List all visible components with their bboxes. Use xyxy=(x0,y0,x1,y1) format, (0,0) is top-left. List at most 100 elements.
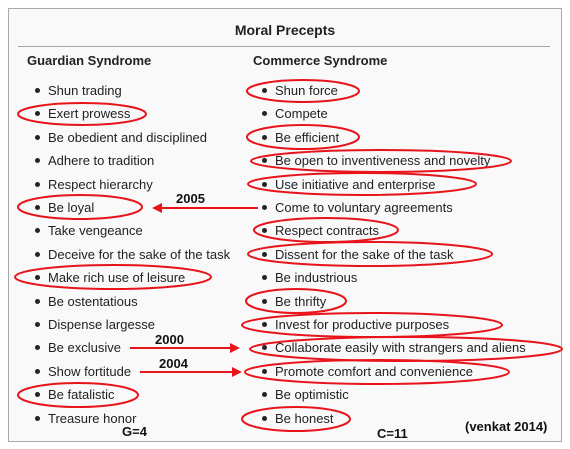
highlight-ellipse xyxy=(247,241,493,267)
list-item-label: Be honest xyxy=(275,410,334,426)
commerce-heading: Commerce Syndrome xyxy=(253,53,388,68)
list-item-label: Dissent for the sake of the task xyxy=(275,246,454,262)
bullet-icon xyxy=(35,158,40,164)
list-item: Respect contracts xyxy=(262,223,379,239)
highlight-ellipse xyxy=(250,149,512,173)
list-item: Invest for productive purposes xyxy=(262,317,449,333)
list-item: Be obedient and disciplined xyxy=(35,130,207,146)
list-item-label: Treasure honor xyxy=(48,410,137,426)
year-label-2005: 2005 xyxy=(176,191,205,206)
list-item: Be fatalistic xyxy=(35,387,114,403)
list-item: Come to voluntary agreements xyxy=(262,200,453,216)
list-item: Treasure honor xyxy=(35,411,136,427)
list-item-label: Be loyal xyxy=(48,200,95,215)
bullet-icon xyxy=(35,181,40,187)
list-item-label: Respect hierarchy xyxy=(48,176,153,192)
list-item-label: Be obedient and disciplined xyxy=(48,129,208,145)
list-item: Be open to inventiveness and novelty xyxy=(262,153,490,169)
list-item: Be ostentatious xyxy=(35,294,138,310)
bullet-icon xyxy=(35,251,40,257)
list-item-label: Dispense largesse xyxy=(48,317,155,332)
bullet-icon xyxy=(262,368,267,374)
highlight-ellipse xyxy=(241,406,351,432)
list-item-label: Invest for productive purposes xyxy=(275,317,450,332)
bullet-icon xyxy=(35,134,40,140)
bullet-icon xyxy=(262,205,267,211)
list-item-label: Shun force xyxy=(275,83,338,98)
list-item: Be honest xyxy=(262,411,334,427)
list-item-label: Be exclusive xyxy=(48,340,121,356)
highlight-ellipse xyxy=(17,102,147,126)
list-item: Shun trading xyxy=(35,83,122,99)
list-item: Dispense largesse xyxy=(35,317,155,333)
list-item-label: Be ostentatious xyxy=(48,293,138,309)
highlight-ellipse xyxy=(17,382,139,408)
list-item-label: Be industrious xyxy=(275,270,358,286)
highlight-ellipse xyxy=(245,288,347,314)
list-item: Shun force xyxy=(262,83,338,99)
list-item: Take vengeance xyxy=(35,223,143,239)
bullet-icon xyxy=(262,415,267,421)
bullet-icon xyxy=(262,228,267,234)
list-item: Be thrifty xyxy=(262,294,326,310)
list-item-label: Adhere to tradition xyxy=(48,153,155,169)
bullet-icon xyxy=(262,298,267,304)
list-item: Make rich use of leisure xyxy=(35,270,185,286)
list-item-label: Be open to inventiveness and novelty xyxy=(275,153,491,169)
guardian-count-label: G=4 xyxy=(122,424,147,439)
bullet-icon xyxy=(35,205,40,211)
highlight-ellipse xyxy=(247,172,477,196)
bullet-icon xyxy=(35,88,40,94)
list-item-label: Compete xyxy=(275,106,328,122)
list-item-label: Promote comfort and convenience xyxy=(275,363,473,379)
list-item-label: Come to voluntary agreements xyxy=(275,200,453,215)
list-item-label: Be optimistic xyxy=(275,387,349,403)
table-title: Moral Precepts xyxy=(234,22,336,38)
bullet-icon xyxy=(35,392,40,398)
list-item: Deceive for the sake of the task xyxy=(35,247,230,263)
list-item-label: Be efficient xyxy=(275,129,340,145)
list-item: Show fortitude xyxy=(35,364,131,380)
list-item-label: Respect contracts xyxy=(275,223,380,239)
highlight-ellipse xyxy=(246,79,360,103)
bullet-icon xyxy=(262,251,267,257)
list-item: Use initiative and enterprise xyxy=(262,177,435,193)
bullet-icon xyxy=(35,322,40,328)
list-item: Compete xyxy=(262,106,328,122)
list-item-label: Deceive for the sake of the task xyxy=(48,246,231,262)
list-item: Be loyal xyxy=(35,200,94,216)
bullet-icon xyxy=(35,298,40,304)
bullet-icon xyxy=(262,392,267,398)
list-item: Adhere to tradition xyxy=(35,153,154,169)
bullet-icon xyxy=(262,275,267,281)
commerce-count-label: C=11 xyxy=(377,426,408,441)
list-item-label: Show fortitude xyxy=(48,363,132,379)
bullet-icon xyxy=(35,368,40,374)
highlight-ellipse xyxy=(14,264,212,290)
bullet-icon xyxy=(262,134,267,140)
highlight-ellipse xyxy=(244,359,510,385)
bullet-icon xyxy=(262,345,267,351)
guardian-heading: Guardian Syndrome xyxy=(27,53,152,68)
list-item-label: Be thrifty xyxy=(275,293,327,309)
bullet-icon xyxy=(262,158,267,164)
highlight-ellipse xyxy=(17,194,143,220)
list-item: Dissent for the sake of the task xyxy=(262,247,453,263)
credit-label: (venkat 2014) xyxy=(465,419,548,434)
bullet-icon xyxy=(262,111,267,117)
list-item-label: Make rich use of leisure xyxy=(48,270,186,286)
list-item-label: Be fatalistic xyxy=(48,387,115,403)
year-label-2004: 2004 xyxy=(159,356,189,371)
list-item: Be optimistic xyxy=(262,387,349,403)
bullet-icon xyxy=(262,88,267,94)
list-item: Exert prowess xyxy=(35,106,130,122)
highlight-ellipse xyxy=(241,312,503,338)
list-item-label: Collaborate easily with strangers and al… xyxy=(275,340,526,356)
list-item: Collaborate easily with strangers and al… xyxy=(262,340,526,356)
bullet-icon xyxy=(35,228,40,234)
list-item-label: Take vengeance xyxy=(48,223,143,239)
title-divider xyxy=(18,46,550,47)
bullet-icon xyxy=(35,415,40,421)
list-item: Be exclusive xyxy=(35,340,121,356)
